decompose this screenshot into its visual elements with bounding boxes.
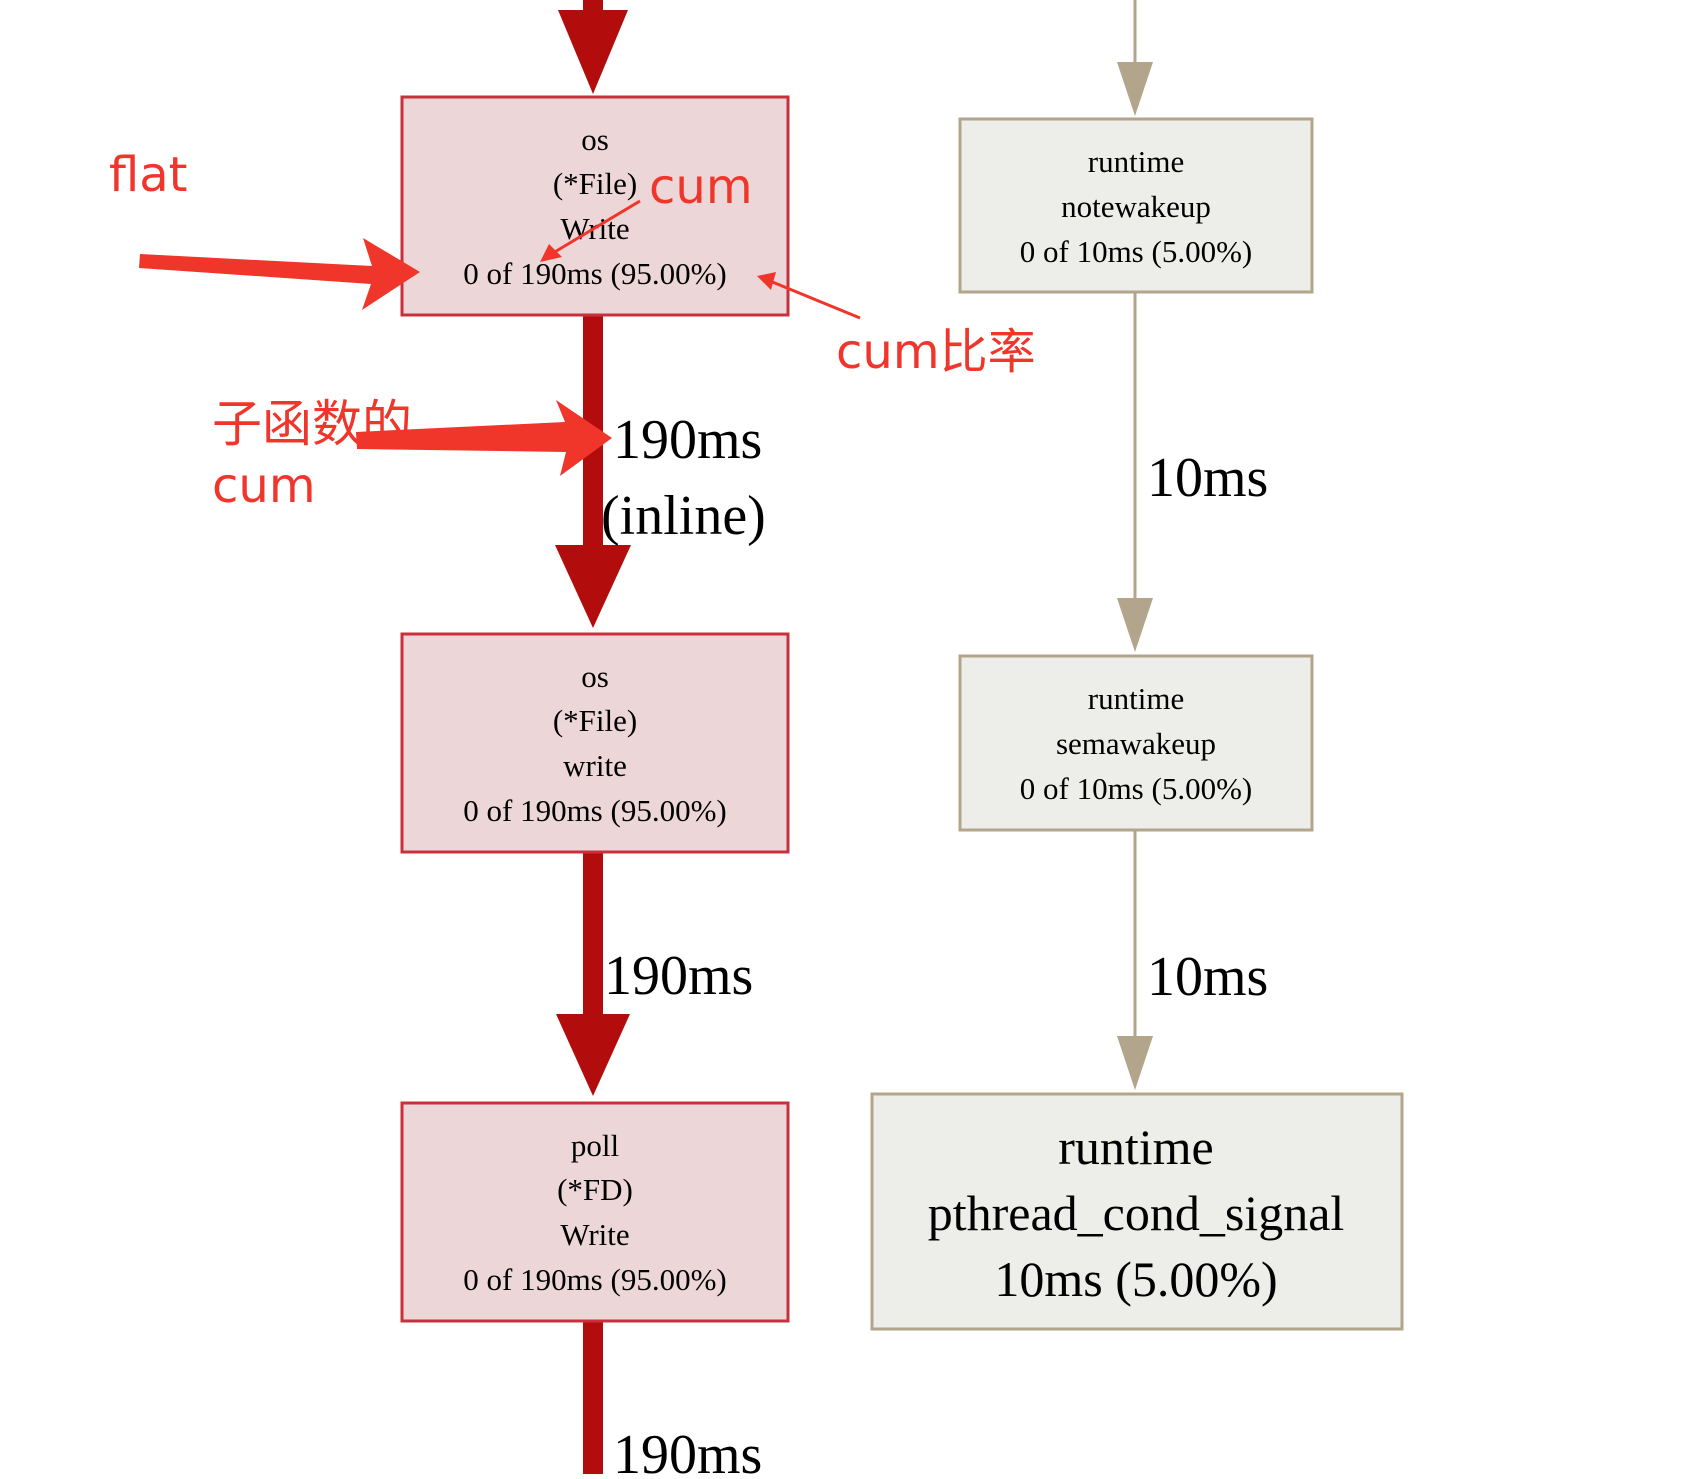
- annotation-cum-arrow-line: [552, 199, 641, 255]
- edge-notewakeup-semawakeup-arrowhead: [1117, 598, 1153, 652]
- edge-labels: 190ms (inline) 190ms 190ms 10ms 10ms: [601, 409, 1268, 1479]
- annotations: flat cum cum比率 子函数的 cum: [109, 147, 1036, 514]
- edge-write-poll-shaft: [583, 851, 603, 1021]
- edge-in-arrowhead: [558, 10, 628, 94]
- node-runtime-pthread-cond-signal-func: pthread_cond_signal: [928, 1185, 1345, 1241]
- node-os-file-Write-stats: 0 of 190ms (95.00%): [463, 256, 726, 291]
- node-runtime-notewakeup-stats: 0 of 10ms (5.00%): [1020, 234, 1252, 269]
- annotation-cum-ratio-arrow-line: [769, 279, 861, 320]
- edge-in-right-arrowhead: [1117, 62, 1153, 116]
- annotation-cum-ratio: cum比率: [836, 324, 1036, 380]
- node-runtime-pthread-cond-signal-pkg: runtime: [1058, 1119, 1214, 1175]
- node-poll-fd-Write[interactable]: poll (*FD) Write 0 of 190ms (95.00%): [400, 1101, 790, 1323]
- cold-edges: [1117, 0, 1153, 1090]
- node-poll-fd-Write-type: (*FD): [557, 1172, 633, 1207]
- edge-write-poll-label: 190ms: [604, 945, 753, 1007]
- edge-poll-out-label: 190ms: [613, 1424, 762, 1474]
- edge-write-poll-arrowhead: [556, 1014, 630, 1096]
- node-os-file-write[interactable]: os (*File) write 0 of 190ms (95.00%): [400, 632, 790, 854]
- node-runtime-notewakeup-func: notewakeup: [1061, 189, 1211, 224]
- annotation-flat: flat: [109, 147, 187, 203]
- node-runtime-pthread-cond-signal-stats: 10ms (5.00%): [994, 1251, 1277, 1307]
- node-runtime-semawakeup-func: semawakeup: [1056, 726, 1216, 761]
- node-runtime-notewakeup-pkg: runtime: [1088, 144, 1184, 179]
- node-poll-fd-Write-stats: 0 of 190ms (95.00%): [463, 1262, 726, 1297]
- hot-edges: [555, 0, 631, 1474]
- annotation-child-cum-arrow: [356, 400, 612, 476]
- node-os-file-Write[interactable]: os (*File) Write 0 of 190ms (95.00%): [400, 95, 790, 317]
- node-poll-fd-Write-func: Write: [560, 1217, 629, 1252]
- annotation-flat-arrow: [139, 238, 420, 310]
- annotation-cum: cum: [649, 159, 753, 215]
- edge-notewakeup-semawakeup-label: 10ms: [1147, 447, 1268, 509]
- annotation-cum-arrowhead: [540, 244, 562, 262]
- node-runtime-semawakeup[interactable]: runtime semawakeup 0 of 10ms (5.00%): [958, 654, 1314, 832]
- edge-write-write-sublabel: (inline): [601, 485, 766, 547]
- node-os-file-write-stats: 0 of 190ms (95.00%): [463, 793, 726, 828]
- node-os-file-Write-type: (*File): [553, 166, 637, 201]
- edge-semawakeup-signal-label: 10ms: [1147, 946, 1268, 1008]
- annotation-child-cum-line2: cum: [212, 458, 316, 514]
- node-os-file-write-pkg: os: [581, 659, 609, 694]
- node-runtime-notewakeup[interactable]: runtime notewakeup 0 of 10ms (5.00%): [958, 117, 1314, 294]
- edge-semawakeup-signal-arrowhead: [1117, 1036, 1153, 1090]
- node-os-file-write-func: write: [563, 748, 627, 783]
- node-runtime-semawakeup-stats: 0 of 10ms (5.00%): [1020, 771, 1252, 806]
- annotation-cum-ratio-arrowhead: [757, 272, 776, 290]
- node-os-file-Write-pkg: os: [581, 122, 609, 157]
- edge-poll-out-shaft: [583, 1320, 603, 1474]
- node-poll-fd-Write-pkg: poll: [571, 1128, 619, 1163]
- edge-write-write-arrowhead: [555, 545, 631, 628]
- node-os-file-write-type: (*File): [553, 703, 637, 738]
- edge-write-write-label: 190ms: [613, 409, 762, 471]
- node-runtime-pthread-cond-signal[interactable]: runtime pthread_cond_signal 10ms (5.00%): [870, 1092, 1404, 1331]
- node-runtime-semawakeup-pkg: runtime: [1088, 681, 1184, 716]
